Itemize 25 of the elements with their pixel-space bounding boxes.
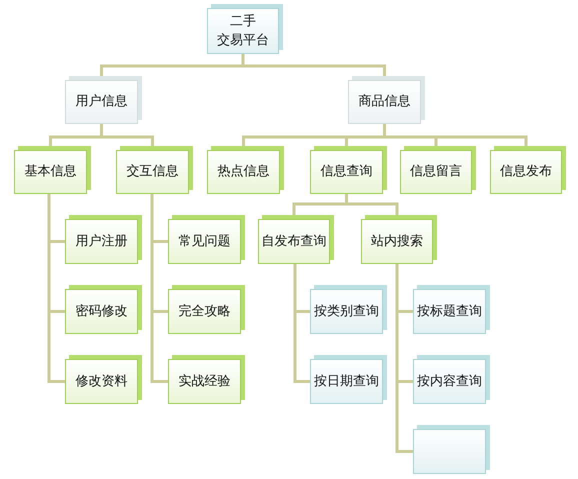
node-label: 按日期查询 [314,372,379,391]
node-label: 修改资料 [76,372,128,391]
node-label: 用户信息 [76,93,128,112]
node-label: 按内容查询 [417,372,482,391]
node-label: 信息查询 [320,163,372,182]
node-label: 站内搜索 [371,232,423,251]
node-label: 常见问题 [178,232,230,251]
node-label: 自发布查询 [262,232,326,251]
connector-line [150,194,168,383]
node-label: 商品信息 [358,93,410,112]
node-label: 用户注册 [76,232,128,251]
node-label: 基本信息 [24,163,76,182]
node-label: 密码修改 [76,302,128,321]
node-label: 信息发布 [500,163,552,182]
node-label: 完全攻略 [178,302,230,321]
node-label: 二手 [230,12,256,30]
node-label: 按标题查询 [417,302,482,321]
connector-line [48,194,65,383]
node-label: 交互信息 [126,163,178,182]
node-label: 按类别查询 [314,302,379,321]
node-label: 信息留言 [410,163,462,182]
node-label: 热点信息 [218,163,270,182]
node-label: 实战经验 [178,372,230,391]
connector-line [396,264,413,453]
node-label: 交易平台 [217,32,269,50]
